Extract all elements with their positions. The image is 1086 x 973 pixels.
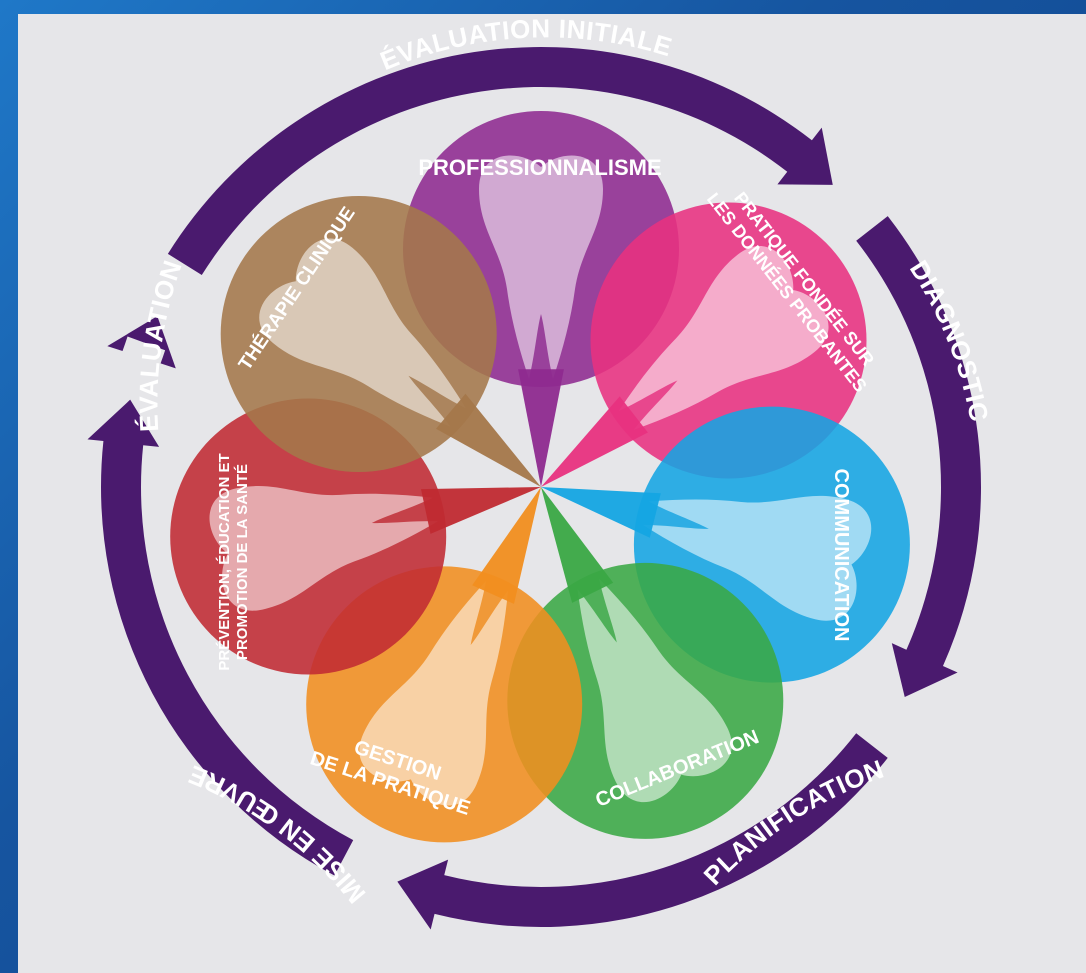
root-therapie xyxy=(436,393,541,487)
ring-segment-planification xyxy=(397,733,888,930)
tooth-therapie-icon xyxy=(259,238,466,427)
tooth-collaboration-icon xyxy=(577,578,732,802)
root-collaboration xyxy=(541,487,614,603)
tooth-professionnalisme-icon xyxy=(479,155,603,380)
tooth-pratique-icon xyxy=(618,246,829,430)
tooth-gestion-icon xyxy=(359,580,509,806)
ring-segment-diagnostic xyxy=(856,216,982,697)
competency-flower xyxy=(170,111,910,843)
root-gestion xyxy=(472,487,541,604)
ring-segment-evaluation-initiale xyxy=(167,47,833,276)
tooth-prevention-icon xyxy=(209,486,438,611)
label-communication-text: COMMUNICATION xyxy=(830,469,852,642)
label-prevention-line1: PRÉVENTION, ÉDUCATION ET xyxy=(216,453,233,670)
ring-segment-mise-en-oeuvre xyxy=(87,399,354,876)
label-prevention: PRÉVENTION, ÉDUCATION ET PROMOTION DE LA… xyxy=(216,453,251,670)
root-professionnalisme xyxy=(518,369,564,487)
label-communication: COMMUNICATION xyxy=(830,469,852,642)
label-prevention-line2: PROMOTION DE LA SANTÉ xyxy=(234,464,251,660)
label-professionnalisme: PROFESSIONNALISME xyxy=(418,155,661,180)
ring-segment-evaluation xyxy=(107,316,176,369)
ring-label-evaluation: ÉVALUATION xyxy=(133,256,187,432)
root-pratique xyxy=(541,396,648,487)
root-communication xyxy=(541,487,661,538)
root-prevention xyxy=(421,487,541,534)
tooth-communication-icon xyxy=(642,495,872,621)
process-ring xyxy=(87,47,982,930)
